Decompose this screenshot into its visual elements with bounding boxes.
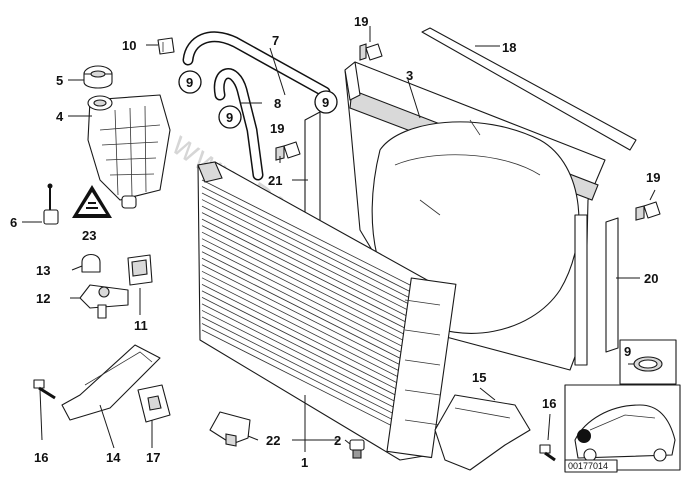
label-side-seal-right: 20 (644, 271, 658, 286)
label-side-seal-left: 21 (268, 173, 282, 188)
hose-upper (182, 31, 331, 98)
radiator (197, 161, 457, 461)
leader-lines (22, 26, 656, 452)
rubber-mount (127, 254, 153, 286)
label-air-duct-left: 14 (106, 450, 121, 465)
hose-lower (213, 68, 264, 181)
cap-nut (81, 253, 101, 273)
label-clip: 10 (122, 38, 136, 53)
radiator-fin-line (201, 264, 412, 371)
radiator-fin-line (201, 192, 412, 300)
radiator-fin-line (201, 218, 412, 326)
label-bracket: 12 (36, 291, 50, 306)
expansion-tank (87, 94, 171, 209)
label-cap-nut: 13 (36, 263, 50, 278)
radiator-fins (201, 179, 412, 436)
level-sensor (43, 183, 59, 225)
label-lower-mount: 22 (266, 433, 280, 448)
bolt-left (33, 379, 56, 400)
radiator-fin-line (201, 303, 412, 410)
radiator-fin-line (201, 277, 412, 384)
radiator-fin-line (201, 212, 412, 319)
label-bolt-left: 16 (34, 450, 48, 465)
label-rubber-buffer: 17 (146, 450, 160, 465)
label-expanding-rivet-right: 19 (646, 170, 660, 185)
label-expansion-tank: 4 (56, 109, 64, 124)
radiator-fin-line (201, 186, 412, 293)
radiator-fin-line (201, 316, 412, 423)
label-hose-upper: 7 (272, 33, 279, 48)
air-duct-left (61, 344, 161, 421)
label-hose-clamp-2: 9 (226, 110, 233, 125)
radiator-fin-line (201, 297, 412, 404)
expanding-rivet-top (359, 43, 383, 61)
label-air-duct-right: 15 (472, 370, 486, 385)
radiator-fin-line (201, 225, 412, 332)
expanding-rivet-mid (275, 141, 301, 161)
label-hose-clamp-1: 9 (186, 75, 193, 90)
radiator-fin-line (201, 257, 412, 365)
label-expanding-rivet-mid: 19 (270, 121, 284, 136)
label-fan-shroud: 3 (406, 68, 413, 83)
radiator-fin-line (201, 251, 412, 358)
label-tank-cap: 5 (56, 73, 63, 88)
radiator-fin-line (201, 270, 412, 378)
hose-clip (157, 37, 175, 55)
car-locator-inset (564, 384, 681, 471)
radiator-fin-line (201, 205, 412, 313)
radiator-fin-line (201, 283, 412, 391)
label-level-sensor: 6 (10, 215, 17, 230)
radiator-fin-line (201, 310, 412, 417)
radiator-fin-line (201, 329, 412, 436)
label-seal-strip: 18 (502, 40, 516, 55)
label-hose-lower: 8 (274, 96, 281, 111)
radiator-fin-line (201, 244, 412, 352)
label-hose-clamp-3: 9 (322, 95, 329, 110)
side-seal-right (605, 217, 619, 353)
label-rubber-mount: 11 (134, 318, 148, 333)
label-bolt-right: 16 (542, 396, 556, 411)
figure-code-box (564, 459, 618, 473)
hose-clamp-inset (619, 339, 677, 385)
radiator-fin-line (201, 238, 412, 345)
radiator-fin-line (201, 231, 412, 339)
bracket (79, 284, 129, 319)
seal-strip (421, 27, 637, 151)
label-expanding-rivet-top: 19 (354, 14, 368, 29)
callouts: 10 7 8 19 3 18 5 4 6 23 13 12 11 19 21 1… (10, 14, 660, 470)
radiator-fin-line (201, 323, 412, 430)
radiator-fin-line (201, 290, 412, 397)
radiator-fin-line (201, 199, 412, 306)
air-duct-right (434, 394, 531, 471)
figure-code: 00177014 (568, 461, 608, 471)
rubber-buffer (137, 384, 171, 423)
drain-plug (349, 439, 365, 459)
expanding-rivet-right (635, 201, 661, 221)
label-warning: 23 (82, 228, 96, 243)
warning-label (72, 185, 112, 218)
radiator-fin-line (201, 179, 412, 286)
label-hose-clamp-inset: 9 (624, 344, 631, 359)
label-radiator: 1 (301, 455, 308, 470)
lower-mount (209, 411, 251, 447)
hose-clamp-callouts: 9 9 9 9 (178, 70, 631, 359)
label-drain-plug: 2 (334, 433, 341, 448)
tank-cap (83, 65, 113, 89)
bolt-right (539, 444, 556, 462)
